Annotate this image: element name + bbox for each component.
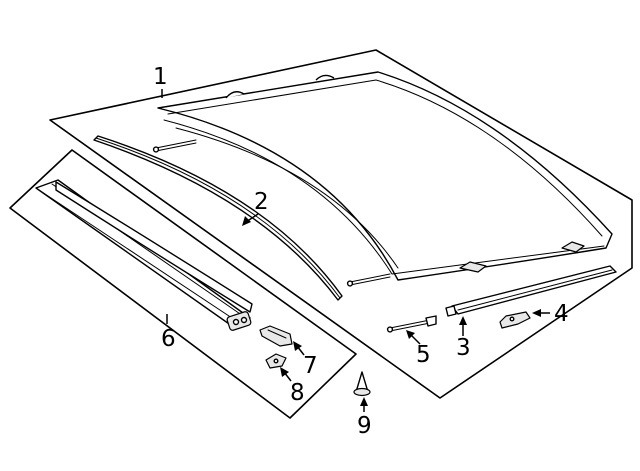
part-4-bracket	[499, 311, 531, 329]
part-5-rod	[386, 315, 437, 333]
callout-6-label: 6	[161, 326, 176, 352]
callout-6: 6	[161, 314, 176, 352]
callout-1: 1	[153, 64, 168, 98]
callout-4: 4	[532, 301, 569, 327]
callout-3: 3	[456, 316, 471, 361]
callout-8: 8	[280, 367, 305, 406]
callout-1-label: 1	[153, 64, 168, 90]
callout-9: 9	[357, 397, 372, 439]
part-7-clip	[259, 325, 293, 347]
part-2-seal-strip	[93, 135, 343, 301]
assembly-6-boundary	[9, 149, 357, 419]
callout-5-label: 5	[416, 342, 431, 368]
lower-guide-rod	[346, 273, 391, 287]
part-9-stopper	[353, 371, 371, 397]
callout-5: 5	[406, 330, 431, 368]
callout-8-label: 8	[290, 380, 305, 406]
callout-2-label: 2	[254, 189, 269, 215]
glass-roof-panel	[157, 71, 613, 281]
part-3-drain-rail	[445, 265, 617, 317]
callout-9-label: 9	[357, 413, 372, 439]
callout-4-label: 4	[554, 301, 569, 327]
callout-3-label: 3	[456, 335, 471, 361]
part-6-sunshade-assembly	[35, 179, 253, 331]
upper-guide-rod	[152, 139, 197, 153]
callout-2: 2	[242, 189, 269, 226]
part-8-bracket	[265, 353, 287, 369]
assembly-1-boundary	[49, 49, 633, 399]
callout-7: 7	[293, 341, 318, 379]
callout-7-label: 7	[303, 353, 318, 379]
